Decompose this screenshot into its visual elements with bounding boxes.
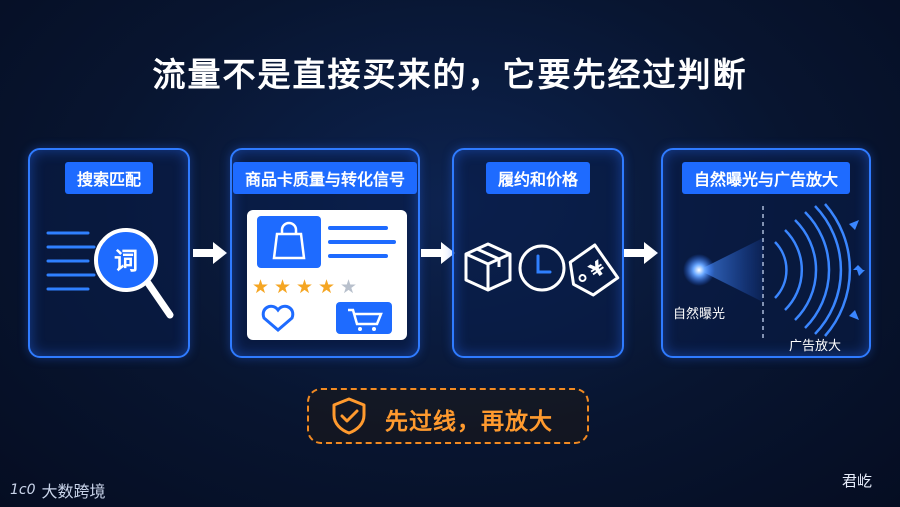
- page-title: 流量不是直接买来的，它要先经过判断: [152, 55, 748, 94]
- svg-text:★: ★: [274, 276, 291, 298]
- step-card-search: 搜索匹配 词: [28, 148, 190, 358]
- step-label: 搜索匹配: [64, 162, 154, 194]
- svg-text:★: ★: [296, 276, 313, 298]
- svg-text:★: ★: [252, 276, 269, 298]
- author-signature: 君屹: [841, 472, 872, 490]
- package-box-icon: [464, 242, 512, 292]
- step-label: 商品卡质量与转化信号: [232, 162, 418, 194]
- cart-icon: [336, 302, 392, 334]
- brand-logo: 1c0 大数跨境: [10, 478, 106, 502]
- brand-name: 大数跨境: [41, 482, 106, 501]
- arrow-right-icon: [421, 242, 455, 264]
- svg-text:★: ★: [340, 276, 357, 298]
- heart-icon: [261, 304, 295, 332]
- word-icon-text: 词: [114, 247, 138, 275]
- magnifier-icon: 词: [46, 228, 174, 319]
- arrow-right-icon: [193, 242, 227, 264]
- light-source-icon: [683, 254, 715, 286]
- arrow-right-icon: [624, 242, 658, 264]
- clock-icon: [518, 244, 566, 292]
- wave-arcs-icon: [774, 203, 852, 337]
- key-message-box: 先过线，再放大: [307, 388, 589, 444]
- step-card-fulfillment: 履约和价格 ¥: [452, 148, 624, 358]
- ads-amplify-caption: 广告放大: [789, 339, 842, 354]
- organic-exposure-caption: 自然曝光: [673, 307, 726, 322]
- price-tag-icon: ¥: [568, 243, 620, 297]
- step-label: 履约和价格: [485, 162, 591, 194]
- step-card-exposure: 自然曝光与广告放大: [661, 148, 871, 358]
- output-arrows-icon: [849, 220, 865, 320]
- rating-stars: ★ ★ ★ ★ ★: [252, 276, 357, 298]
- step-card-product: 商品卡质量与转化信号 ★ ★ ★ ★ ★: [230, 148, 420, 358]
- text-lines-icon: [328, 226, 396, 258]
- light-beam: [699, 238, 763, 302]
- key-message-text: 先过线，再放大: [385, 409, 553, 435]
- brand-logo-mark: 1c0: [10, 482, 36, 498]
- shopping-bag-icon: [257, 216, 321, 268]
- shield-check-icon: [332, 397, 366, 435]
- step-label: 自然曝光与广告放大: [681, 162, 851, 194]
- svg-text:★: ★: [318, 276, 335, 298]
